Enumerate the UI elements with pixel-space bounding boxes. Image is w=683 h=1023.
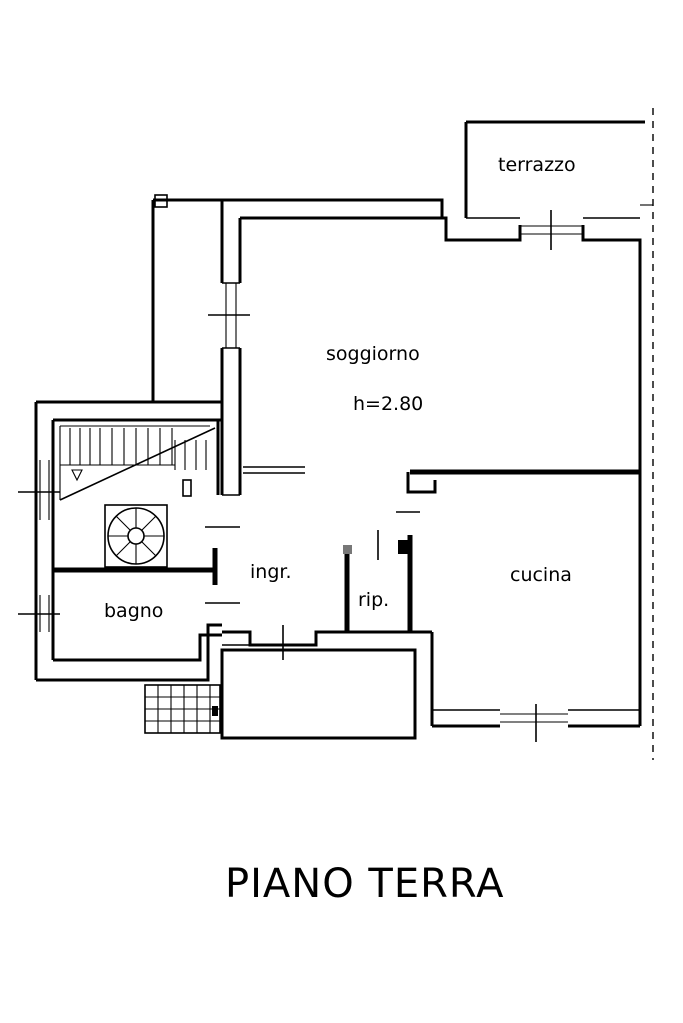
window-living-left <box>208 283 250 348</box>
spiral-staircase <box>104 504 168 568</box>
plan-title: PIANO TERRA <box>225 861 504 907</box>
storage-room-walls <box>343 511 420 632</box>
room-label-terrazzo: terrazzo <box>498 154 576 176</box>
window-bath-left <box>18 595 60 632</box>
lower-walls <box>220 625 432 740</box>
staircase <box>59 425 216 501</box>
window-kitchen-bottom <box>500 704 568 742</box>
terrace-outline <box>464 120 645 219</box>
bathroom-wall <box>53 548 218 585</box>
window-terrace-door <box>520 210 583 250</box>
outside-steps <box>144 684 221 734</box>
room-label-soggiorno: soggiorno <box>326 343 420 365</box>
window-stair-left <box>18 460 60 520</box>
ceiling-height-label: h=2.80 <box>353 393 423 415</box>
left-annex-outline <box>151 194 222 402</box>
room-label-cucina: cucina <box>510 564 572 586</box>
kitchen-walls <box>406 469 642 728</box>
room-label-ingresso: ingr. <box>250 561 292 583</box>
room-label-bagno: bagno <box>104 600 163 622</box>
boundary-dashed-line <box>640 108 654 760</box>
living-room-walls <box>220 198 642 496</box>
room-label-ripostiglio: rip. <box>358 589 389 611</box>
stair-block-walls <box>34 400 222 682</box>
entrance-markers <box>205 466 305 604</box>
